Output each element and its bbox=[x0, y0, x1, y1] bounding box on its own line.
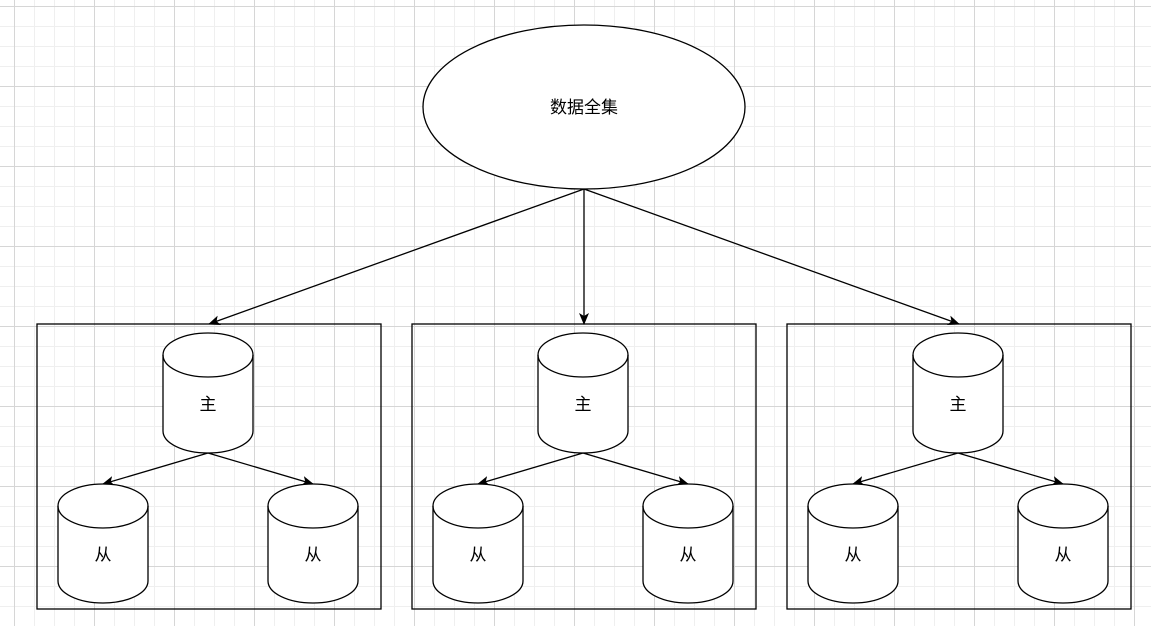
master-db-2[interactable]: 主 bbox=[537, 332, 629, 454]
slave-db-1-1[interactable]: 从 bbox=[57, 483, 149, 604]
slave-db-1-2[interactable]: 从 bbox=[267, 483, 359, 604]
slave-db-3-2-label: 从 bbox=[1055, 546, 1072, 566]
master-to-slave-arrow bbox=[957, 452, 1064, 486]
root-node[interactable]: 数据全集 bbox=[422, 24, 746, 190]
master-to-slave-arrow bbox=[852, 452, 959, 486]
shard-group-1[interactable]: 主从 从 bbox=[36, 323, 382, 610]
slave-db-1-2-label: 从 bbox=[305, 546, 322, 566]
master-db-2-label: 主 bbox=[575, 395, 592, 415]
master-db-3-body bbox=[912, 332, 1004, 454]
master-db-2-cap-lip bbox=[537, 354, 629, 378]
slave-db-2-1[interactable]: 从 bbox=[432, 483, 524, 604]
slave-db-1-1-body bbox=[57, 483, 149, 604]
master-db-1-cap-lip bbox=[162, 354, 254, 378]
shard-group-3-box bbox=[786, 323, 1132, 610]
root-to-group-1-arrow bbox=[208, 188, 585, 325]
slave-db-2-1-cap-lip bbox=[432, 505, 524, 529]
root-edges bbox=[208, 188, 960, 325]
slave-db-3-2-cap-lip bbox=[1017, 505, 1109, 529]
master-db-3-cap-lip bbox=[912, 354, 1004, 378]
slave-db-3-1-body bbox=[807, 483, 899, 604]
root-label: 数据全集 bbox=[550, 98, 618, 118]
master-db-1-label: 主 bbox=[200, 395, 217, 415]
master-to-slave-arrow bbox=[102, 452, 209, 486]
slave-db-2-1-body bbox=[432, 483, 524, 604]
slave-db-2-2-body bbox=[642, 483, 734, 604]
master-db-3[interactable]: 主 bbox=[912, 332, 1004, 454]
slave-db-3-2[interactable]: 从 bbox=[1017, 483, 1109, 604]
master-to-slave-arrow bbox=[477, 452, 584, 486]
shard-group-2[interactable]: 主从 从 bbox=[411, 323, 757, 610]
shard-groups: 主从 从 主从 从 主从 从 bbox=[36, 323, 1132, 610]
slave-db-2-2[interactable]: 从 bbox=[642, 483, 734, 604]
slave-db-3-2-body bbox=[1017, 483, 1109, 604]
slave-db-1-2-body bbox=[267, 483, 359, 604]
slave-db-2-1-label: 从 bbox=[470, 546, 487, 566]
master-to-slave-arrow bbox=[207, 452, 314, 486]
slave-db-3-1-cap-lip bbox=[807, 505, 899, 529]
slave-db-1-1-label: 从 bbox=[95, 546, 112, 566]
slave-db-1-2-cap-lip bbox=[267, 505, 359, 529]
master-to-slave-arrow bbox=[582, 452, 689, 486]
slave-db-2-2-label: 从 bbox=[680, 546, 697, 566]
slave-db-1-1-cap-lip bbox=[57, 505, 149, 529]
shard-group-1-box bbox=[36, 323, 382, 610]
master-db-2-body bbox=[537, 332, 629, 454]
slave-db-2-2-cap-lip bbox=[642, 505, 734, 529]
master-db-1-body bbox=[162, 332, 254, 454]
shard-group-3[interactable]: 主从 从 bbox=[786, 323, 1132, 610]
slave-db-3-1-label: 从 bbox=[845, 546, 862, 566]
master-db-3-label: 主 bbox=[950, 395, 967, 415]
shard-group-2-box bbox=[411, 323, 757, 610]
root-to-group-3-arrow bbox=[583, 188, 960, 325]
master-db-1[interactable]: 主 bbox=[162, 332, 254, 454]
slave-db-3-1[interactable]: 从 bbox=[807, 483, 899, 604]
